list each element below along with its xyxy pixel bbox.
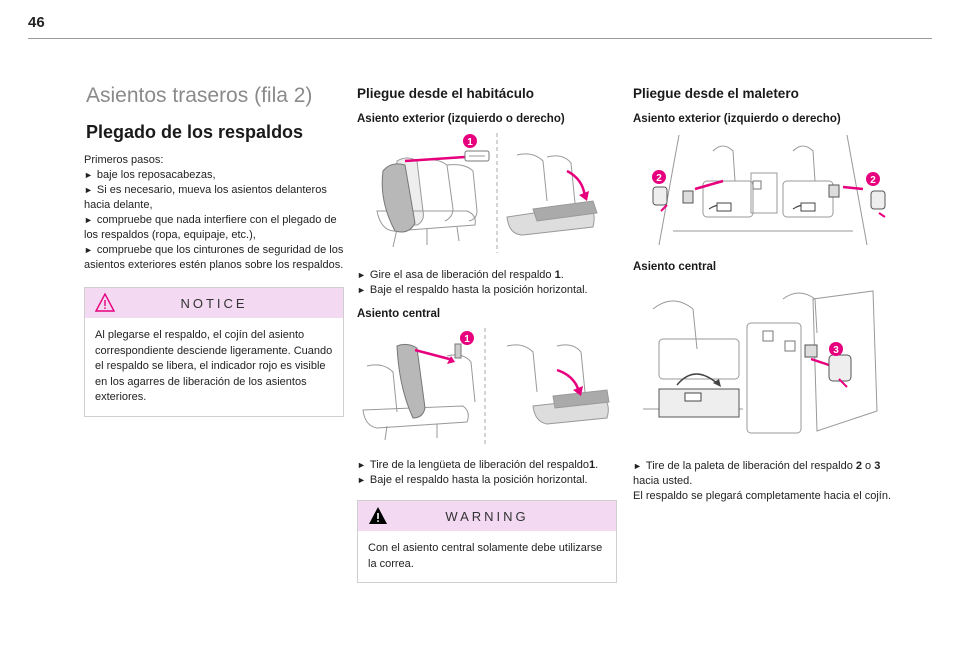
step-arrow-icon: ► — [633, 461, 642, 471]
column-1: Asientos traseros (fila 2) Plegado de lo… — [84, 80, 344, 417]
warning-text: Con el asiento central solamente debe ut… — [368, 542, 603, 570]
subheading-center-seat: Asiento central — [357, 308, 441, 320]
illustration-outer-seat-trunk: 2 2 — [633, 131, 893, 249]
notice-text: Al plegarse el respaldo, el cojín del as… — [95, 329, 333, 403]
notice-header: NOTICE — [85, 288, 343, 318]
heading-from-trunk: Pliegue desde el maletero — [633, 86, 799, 101]
step-item: ►Si es necesario, mueva los asientos del… — [84, 184, 327, 211]
column-3: Pliegue desde el maletero Asiento exteri… — [633, 86, 893, 504]
heading-folding: Plegado de los respaldos — [86, 122, 304, 142]
page-number: 46 — [28, 14, 45, 31]
step-item: ►Tire de la lengüeta de liberación del r… — [357, 459, 599, 471]
callout-1: 1 — [467, 137, 473, 148]
illustration-center-seat-cabin: 1 — [357, 326, 617, 446]
callout-3: 3 — [833, 345, 839, 356]
step-item: ►Tire de la paleta de liberación del res… — [633, 460, 881, 487]
step-arrow-icon: ► — [357, 460, 366, 470]
step-arrow-icon: ► — [357, 475, 366, 485]
step-item: ►Baje el respaldo hasta la posición hori… — [357, 284, 588, 296]
step-item: ►compruebe que nada interfiere con el pl… — [84, 214, 337, 241]
heading-from-cabin: Pliegue desde el habitáculo — [357, 86, 535, 101]
step-arrow-icon: ► — [84, 185, 93, 195]
top-rule — [28, 38, 932, 39]
subheading-outer-seat: Asiento exterior (izquierdo o derecho) — [633, 113, 841, 125]
subheading-outer-seat: Asiento exterior (izquierdo o derecho) — [357, 113, 565, 125]
warning-header: WARNING — [358, 501, 616, 531]
step-item: ►Baje el respaldo hasta la posición hori… — [357, 474, 588, 486]
step-arrow-icon: ► — [84, 170, 93, 180]
step-arrow-icon: ► — [357, 285, 366, 295]
step-arrow-icon: ► — [357, 270, 366, 280]
step-item: ►Gire el asa de liberación del respaldo … — [357, 269, 564, 281]
illustration-center-seat-trunk: 3 — [633, 279, 893, 447]
subheading-center-seat: Asiento central — [633, 261, 717, 273]
warning-box: WARNING Con el asiento central solamente… — [357, 500, 617, 583]
illustration-outer-seat-cabin: 1 — [357, 131, 617, 256]
notice-title: NOTICE — [180, 295, 248, 311]
step-item: ►compruebe que los cinturones de segurid… — [84, 244, 344, 271]
column-2: Pliegue desde el habitáculo Asiento exte… — [357, 86, 617, 583]
intro-text: Primeros pasos: — [84, 154, 164, 166]
result-text: El respaldo se plegará completamente hac… — [633, 490, 892, 502]
callout-2a: 2 — [656, 173, 662, 184]
section-title: Asientos traseros (fila 2) — [86, 84, 313, 107]
step-item: ►baje los reposacabezas, — [84, 169, 216, 181]
notice-box: NOTICE Al plegarse el respaldo, el cojín… — [84, 287, 344, 417]
warning-triangle-filled-icon — [368, 506, 388, 528]
step-arrow-icon: ► — [84, 245, 93, 255]
step-arrow-icon: ► — [84, 215, 93, 225]
warning-triangle-outline-icon — [94, 292, 116, 315]
callout-1b: 1 — [464, 334, 470, 345]
warning-title: WARNING — [445, 508, 529, 524]
callout-2b: 2 — [870, 175, 876, 186]
